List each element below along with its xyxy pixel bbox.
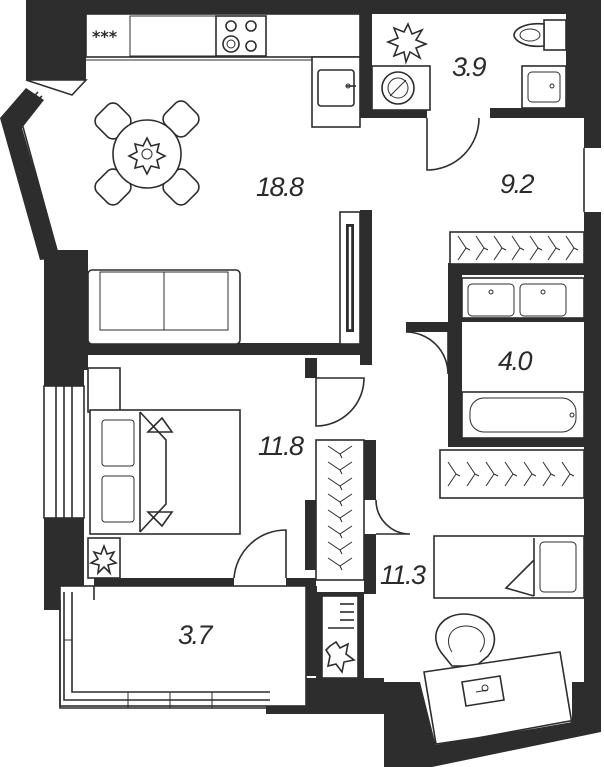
small-bathroom <box>371 19 567 111</box>
hanger-icon <box>466 461 480 487</box>
single-bed-icon <box>433 535 585 599</box>
bath-sink-icon <box>521 65 567 109</box>
desk-chair-icon <box>435 613 496 667</box>
area-labels: 18.8 3.9 9.2 4.0 11.8 3.7 11.3 <box>178 52 536 650</box>
hanger-icon <box>327 445 353 459</box>
hanger-icon <box>485 461 499 487</box>
tv-stand-icon <box>339 211 361 345</box>
bedroom-window <box>43 385 85 519</box>
hallway-wardrobe-icon <box>449 231 585 265</box>
wardrobe-2-icon <box>439 449 585 499</box>
kitchen-sink-icon <box>317 69 356 107</box>
room-area-small-bathroom: 3.9 <box>452 52 487 82</box>
plant-icon <box>385 22 429 65</box>
storage-icon <box>321 595 359 679</box>
hanger-icon <box>327 525 353 539</box>
bay-window <box>0 14 88 260</box>
hanger-icon <box>475 235 489 261</box>
hanger-icon <box>327 509 353 523</box>
hanger-icon <box>327 557 353 571</box>
oven-label: *** <box>92 27 118 46</box>
hanger-icon <box>504 461 518 487</box>
hanger-icon <box>327 493 353 507</box>
hanger-icon <box>511 235 525 261</box>
hanger-icon <box>327 477 353 491</box>
bathtub-icon <box>461 391 585 439</box>
room-area-bathroom: 4.0 <box>498 346 533 376</box>
hanger-icon <box>327 461 353 475</box>
hanger-icon <box>457 235 471 261</box>
desk-icon <box>423 651 573 745</box>
hanger-icon <box>561 461 575 487</box>
sofa-icon <box>87 269 241 345</box>
hanger-icon <box>529 235 543 261</box>
room-area-balcony: 3.7 <box>178 620 214 650</box>
bedroom-wardrobe-icon <box>315 439 365 581</box>
hanger-icon <box>547 235 561 261</box>
hanger-icon <box>523 461 537 487</box>
door-swings <box>233 117 585 579</box>
stove-icon <box>215 15 267 57</box>
dining-table-icon <box>94 100 200 206</box>
bedroom-plant-icon <box>87 537 121 579</box>
room-area-bedroom-2: 11.3 <box>380 560 426 590</box>
balcony <box>59 585 307 709</box>
bathroom <box>461 277 585 439</box>
double-sink-icon <box>461 277 585 319</box>
hanger-icon <box>493 235 507 261</box>
hanger-icon <box>327 541 353 555</box>
hanger-icon <box>542 461 556 487</box>
hanger-icon <box>447 461 461 487</box>
room-area-bedroom: 11.8 <box>258 431 304 461</box>
room-area-hallway: 9.2 <box>500 169 535 199</box>
toilet-icon <box>513 19 567 51</box>
room-area-kitchen-living: 18.8 <box>256 172 304 202</box>
double-bed-icon <box>87 367 241 535</box>
hanger-icon <box>565 235 579 261</box>
bottom-bay-window <box>384 682 601 767</box>
